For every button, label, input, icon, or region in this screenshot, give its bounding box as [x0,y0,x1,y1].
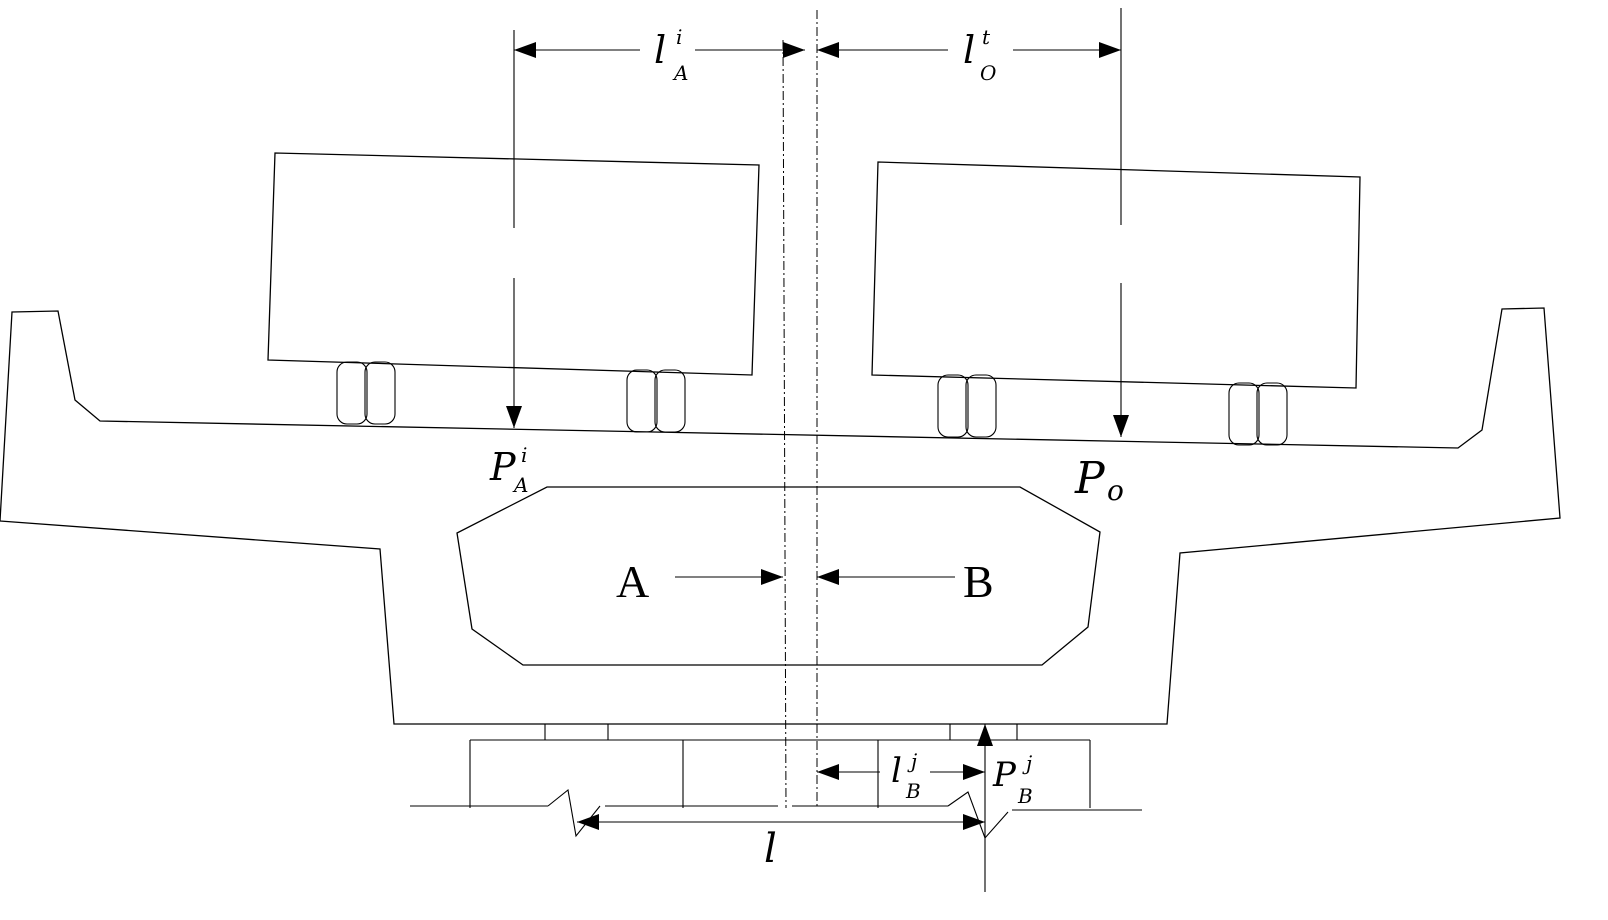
label-section-B: B [963,556,994,607]
label-P-A-i: P i A [489,443,528,497]
svg-text:t: t [982,25,991,49]
wheels-right-rear [938,375,996,437]
break-symbol-left [548,790,600,836]
svg-text:j: j [907,749,917,773]
svg-text:l: l [963,28,975,72]
centerline-left [783,40,786,808]
girder-outline [0,308,1560,724]
svg-text:A: A [512,473,528,497]
svg-text:l: l [891,751,902,791]
wheels-right-front [1229,383,1287,445]
label-section-A: A [616,556,649,607]
label-P-o: P o [1074,453,1124,507]
wheels-left-front [627,370,685,432]
box-cell [457,487,1100,665]
svg-text:i: i [521,443,527,467]
svg-text:i: i [676,25,682,49]
break-symbol-right [948,792,1008,838]
label-l: l [764,826,777,872]
label-l-O-t: l t O [963,25,996,85]
svg-text:B: B [1017,784,1033,808]
label-P-B-j: P j B [992,751,1033,808]
svg-text:j: j [1022,751,1032,775]
svg-text:A: A [672,61,688,85]
svg-text:l: l [654,28,666,72]
vehicle-right [872,162,1360,445]
label-l-B-j: l j B [891,749,921,803]
svg-text:P: P [992,755,1017,795]
wheels-left-rear [337,362,395,424]
svg-text:O: O [980,61,996,85]
svg-text:B: B [905,779,921,803]
bearings [545,724,1017,740]
svg-text:o: o [1107,474,1124,507]
svg-text:P: P [489,445,517,489]
label-l-A-i: l i A [654,25,688,85]
svg-text:P: P [1074,453,1106,504]
